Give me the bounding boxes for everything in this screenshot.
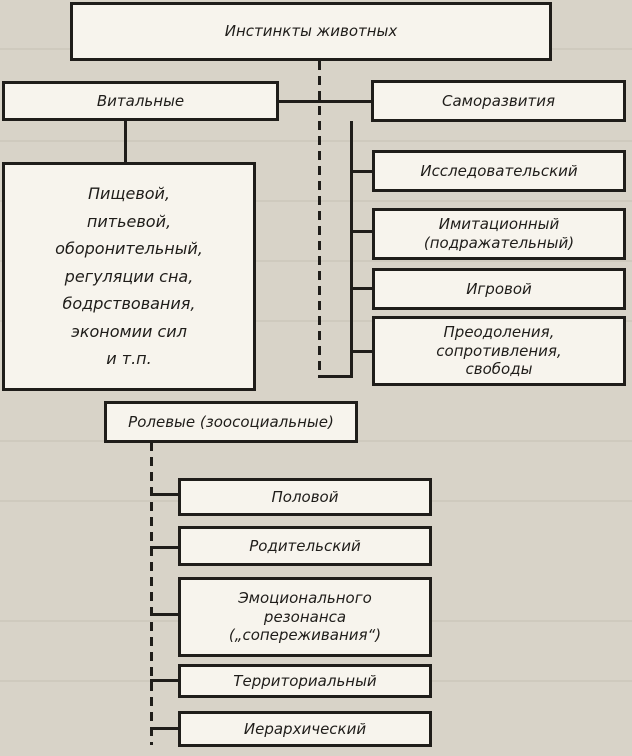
vital-node-label: Витальные — [96, 91, 185, 110]
selfdev-node: Саморазвития — [371, 80, 626, 122]
role-item-5-label: Иерархический — [243, 719, 367, 738]
connector-vital-horizontal — [278, 100, 320, 103]
role-item-3-label: Эмоционального резонанса („сопереживания… — [228, 588, 382, 645]
role-item-4-label: Территориальный — [233, 671, 377, 690]
role-node: Ролевые (зоосоциальные) — [104, 401, 358, 443]
connector-role-item-5 — [150, 727, 178, 730]
main-trunk-dashed — [318, 61, 321, 376]
connector-selfdev-item-3 — [350, 287, 374, 290]
connector-role-item-3 — [150, 613, 178, 616]
connector-selfdev-item-2 — [350, 230, 374, 233]
role-item-1-label: Половой — [271, 487, 339, 506]
connector-selfdev-horizontal — [318, 100, 373, 103]
selfdev-item-2: Имитационный (подражательный) — [372, 208, 626, 260]
role-item-2-label: Родительский — [249, 536, 361, 555]
role-item-5: Иерархический — [178, 711, 432, 747]
vital-node: Витальные — [2, 81, 279, 121]
selfdev-item-2-label: Имитационный (подражательный) — [423, 215, 575, 252]
root-node-label: Инстинкты животных — [224, 22, 398, 41]
role-item-2: Родительский — [178, 526, 432, 566]
vital-detail-label: Пищевой, питьевой, оборонительный, регул… — [55, 184, 203, 369]
connector-role-item-4 — [150, 679, 178, 682]
role-spine-dashed — [150, 442, 153, 745]
selfdev-item-1: Исследовательский — [372, 150, 626, 192]
selfdev-item-4: Преодоления, сопротивления, свободы — [372, 316, 626, 386]
connector-selfdev-item-4 — [350, 350, 374, 353]
connector-selfdev-item-1 — [350, 170, 374, 173]
connector-role-item-2 — [150, 546, 178, 549]
role-item-4: Территориальный — [178, 664, 432, 698]
connector-role-item-1 — [150, 493, 178, 496]
root-node: Инстинкты животных — [70, 2, 552, 61]
selfdev-item-3: Игровой — [372, 268, 626, 310]
selfdev-item-4-label: Преодоления, сопротивления, свободы — [436, 322, 562, 379]
connector-vital-to-detail — [124, 120, 127, 164]
selfdev-item-3-label: Игровой — [466, 279, 532, 298]
selfdev-node-label: Саморазвития — [442, 91, 555, 110]
connector-trunk-to-role — [318, 375, 353, 378]
vital-detail-node: Пищевой, питьевой, оборонительный, регул… — [2, 162, 256, 391]
role-item-1: Половой — [178, 478, 432, 516]
selfdev-item-1-label: Исследовательский — [420, 161, 578, 180]
connector-selfdev-spine — [350, 121, 353, 375]
role-node-label: Ролевые (зоосоциальные) — [128, 412, 334, 431]
role-item-3: Эмоционального резонанса („сопереживания… — [178, 577, 432, 657]
